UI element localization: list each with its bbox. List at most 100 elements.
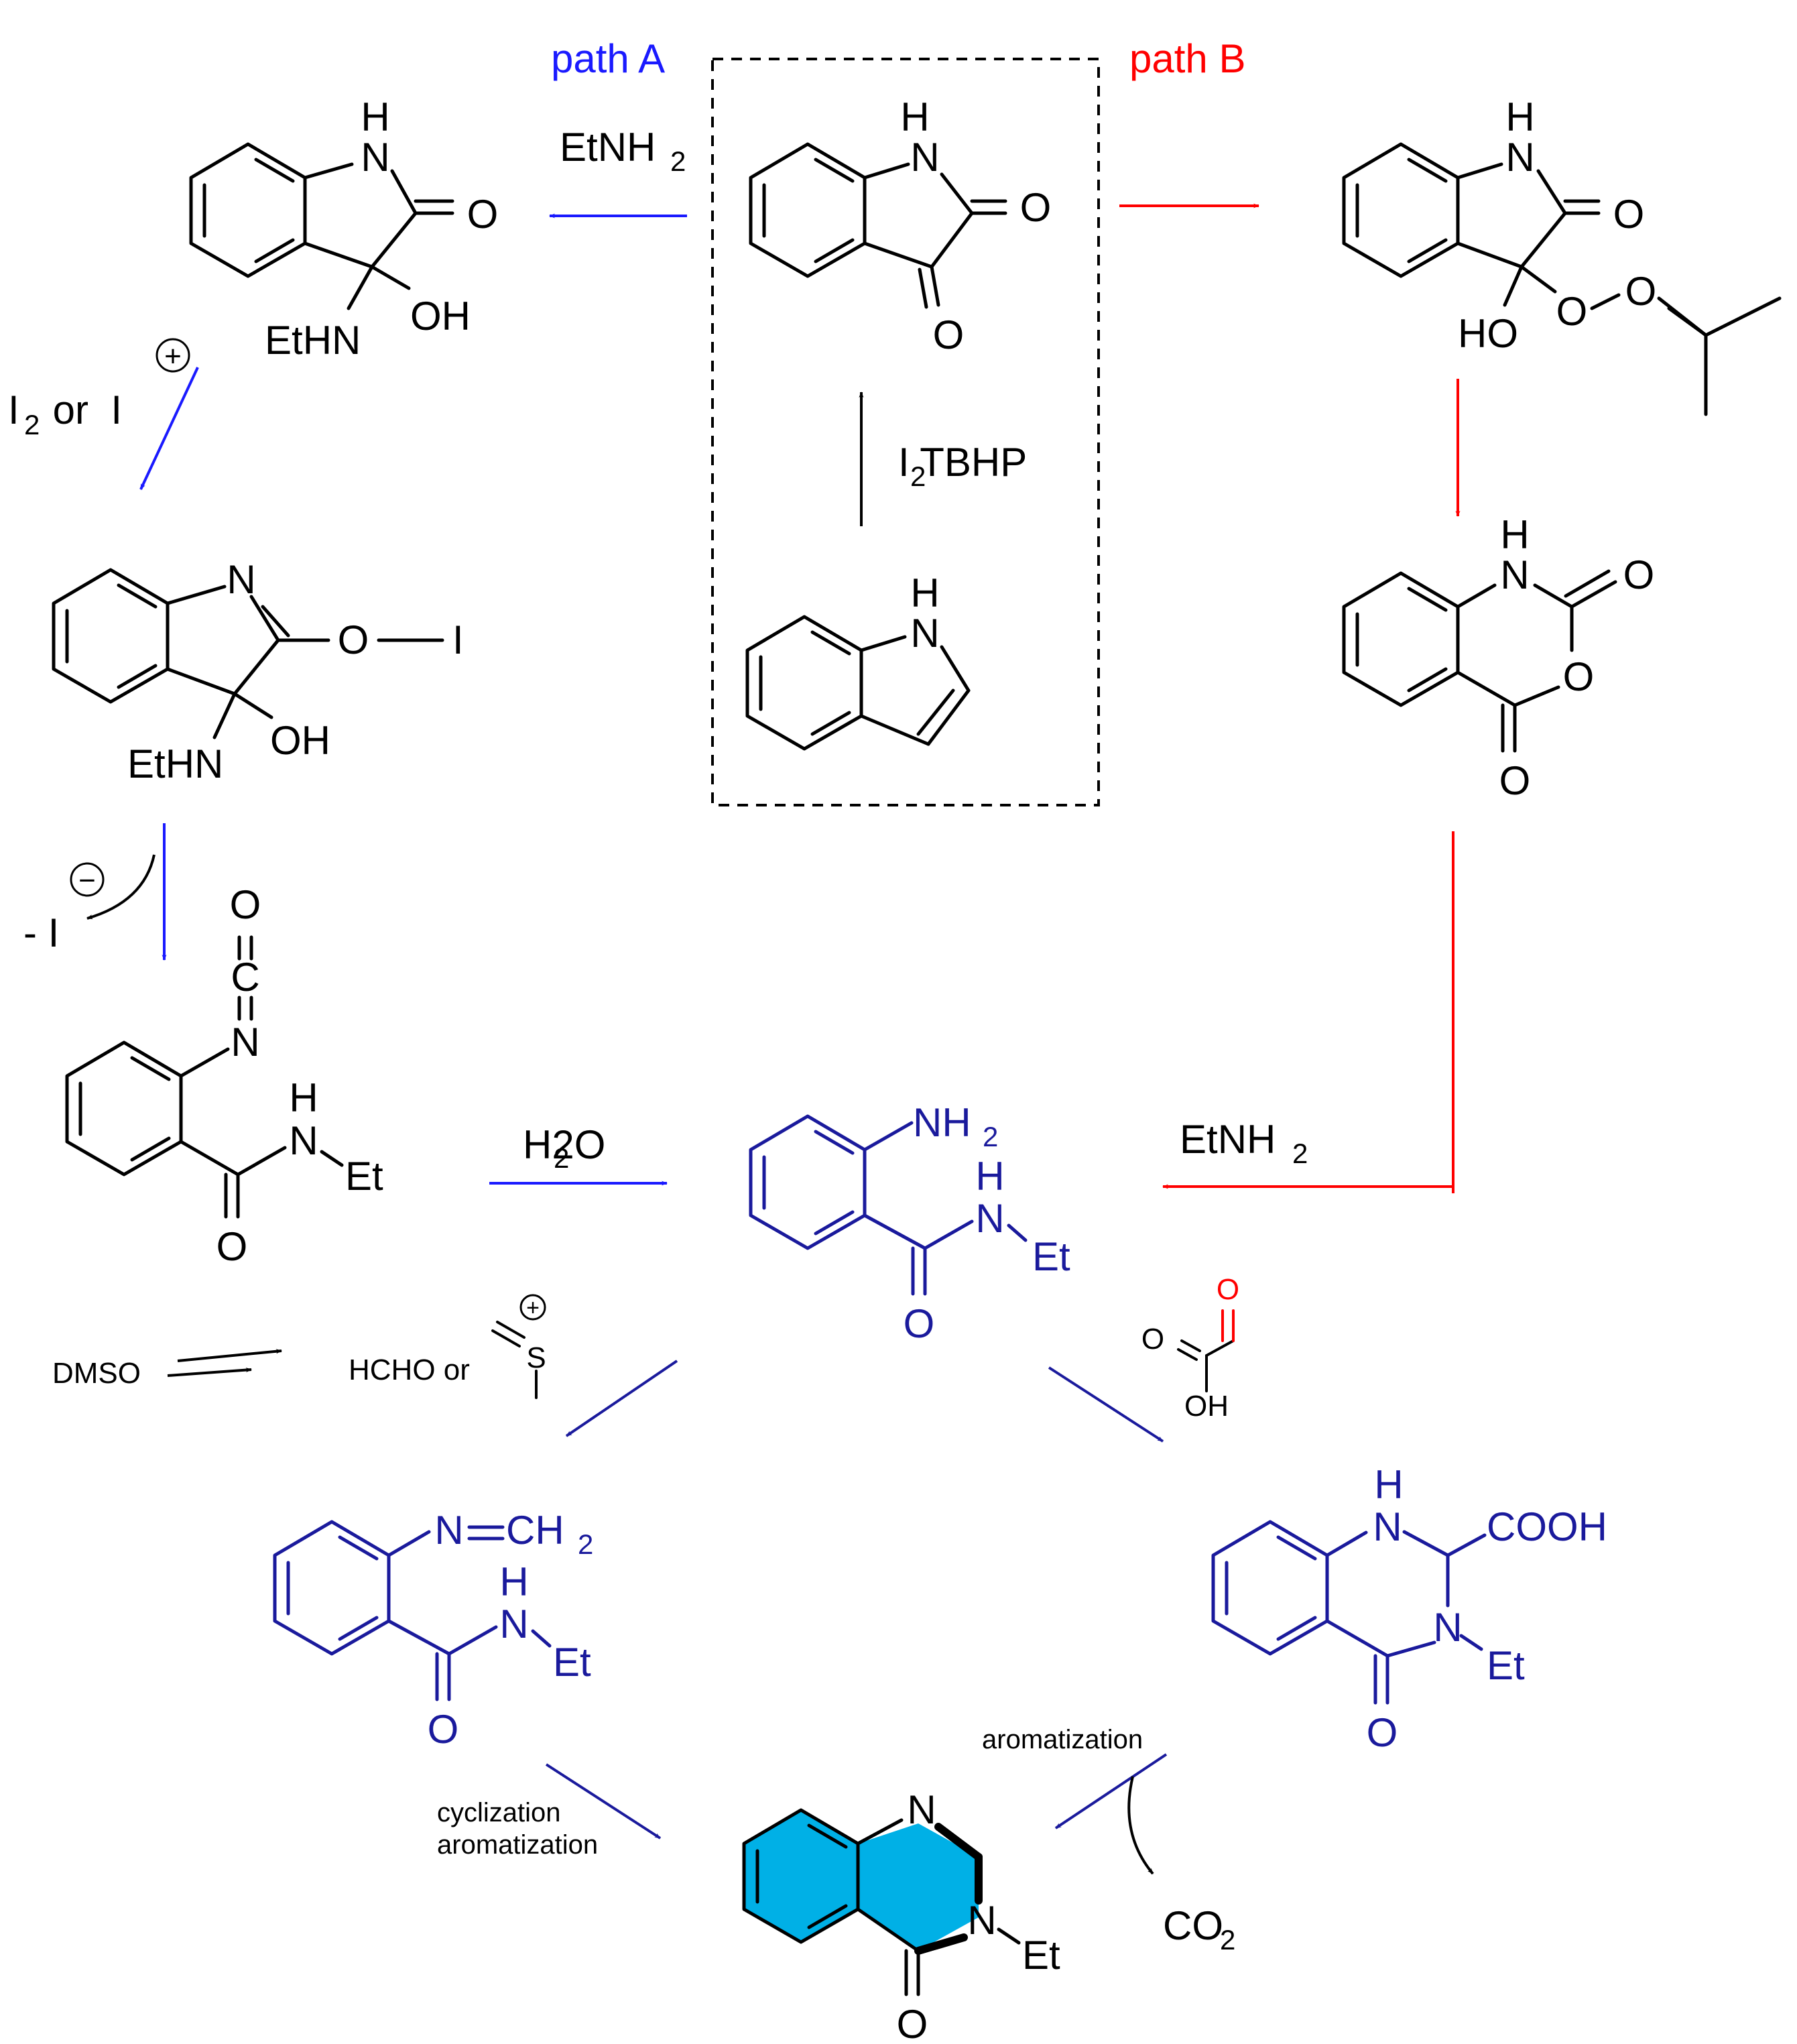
aminobenzamide-o: O <box>904 1301 935 1346</box>
indole-h: H <box>910 570 939 615</box>
product-structure <box>742 1808 1021 1996</box>
aromatization-label-right: aromatization <box>982 1725 1143 1754</box>
arrow-to-imine <box>565 1360 678 1437</box>
product-n1: N <box>907 1787 936 1832</box>
minus-charge-sign: − <box>78 864 96 897</box>
minus-charge-circle <box>70 862 105 897</box>
iodo-imidate-oh: OH <box>270 718 330 763</box>
path-a-label: path A <box>551 36 665 81</box>
indole-n: N <box>910 611 939 656</box>
aminobenzamide-amide-n: N <box>975 1196 1004 1241</box>
dhq-o: O <box>1367 1710 1398 1755</box>
subscript-ch2: 2 <box>578 1528 593 1560</box>
sulfonium-s: S <box>526 1341 546 1374</box>
imine-amide-h: H <box>499 1559 528 1604</box>
hemiaminal-structure <box>189 142 454 310</box>
subscript-ethylamine-b: 2 <box>1292 1138 1308 1169</box>
peroxide-o2: O <box>1625 269 1657 314</box>
isocyanate-amide-o: O <box>216 1224 248 1269</box>
plus-charge-circle <box>156 338 190 373</box>
isocyanate-structure <box>65 935 344 1219</box>
hemiaminal-nhet: EtHN <box>265 318 361 363</box>
isatoic-anhydride-structure <box>1342 569 1617 753</box>
aminobenzamide-nh2: NH <box>913 1100 971 1145</box>
imine-n: N <box>434 1508 463 1553</box>
iodo-imidate-i: I <box>452 617 464 662</box>
anhydride-h: H <box>1500 512 1529 557</box>
peroxide-ho: HO <box>1458 311 1518 356</box>
anhydride-o-top: O <box>1623 552 1655 597</box>
anhydride-n: N <box>1500 552 1529 597</box>
dhq-cooh: COOH <box>1487 1504 1607 1549</box>
imine-amide-n: N <box>499 1602 528 1646</box>
arrow-path-a-step2 <box>139 367 199 490</box>
imine-ch2: CH <box>506 1508 564 1553</box>
hemiaminal-o: O <box>467 192 499 237</box>
product-highlight-fill <box>744 1810 979 1951</box>
arrow-cyclization <box>545 1763 662 1840</box>
hcho-or-label: HCHO or <box>349 1354 470 1386</box>
isocyanate-et: Et <box>345 1154 383 1199</box>
arrow-to-dihydroquinazolinone <box>1048 1366 1164 1443</box>
dhq-h: H <box>1374 1462 1403 1507</box>
peroxide-h: H <box>1505 95 1534 139</box>
iodo-imidate-structure <box>52 568 444 739</box>
subscript-i2-tbhp: 2 <box>910 461 926 492</box>
isocyanate-c: C <box>231 955 259 1000</box>
sulfonium-structure <box>491 1321 538 1399</box>
anhydride-o-bottom: O <box>1499 758 1531 803</box>
indole-structure <box>745 615 971 751</box>
glyoxylic-oh: OH <box>1184 1390 1229 1423</box>
hemiaminal-h: H <box>361 95 389 139</box>
reagent-ethylamine-b: EtNH <box>1180 1117 1276 1162</box>
reagent-i2-tbhp: I TBHP <box>898 440 1027 485</box>
imine-et: Et <box>553 1640 591 1685</box>
peroxide-o1: O <box>1556 289 1588 334</box>
aminobenzamide-structure <box>749 1114 1028 1296</box>
cyclization-label: cyclization <box>437 1798 561 1827</box>
isocyanate-n: N <box>231 1020 259 1065</box>
imine-structure <box>273 1520 552 1701</box>
aromatization-label-left: aromatization <box>437 1830 598 1860</box>
glyoxylic-o-aldehyde: O <box>1217 1273 1239 1306</box>
peroxide-o-carbonyl: O <box>1613 192 1645 237</box>
product-o: O <box>897 2002 928 2044</box>
anhydride-o-ring: O <box>1563 654 1595 699</box>
sulfonium-charge-circle <box>519 1294 546 1321</box>
hemiaminal-n: N <box>361 135 389 180</box>
hemiaminal-oh: OH <box>410 294 471 339</box>
peroxide-adduct-structure <box>1342 142 1782 416</box>
subscript-i2-or: 2 <box>24 409 40 440</box>
glyoxylic-o-left: O <box>1141 1323 1164 1356</box>
subscript-nh2: 2 <box>983 1121 998 1152</box>
dmso-label: DMSO <box>52 1357 141 1390</box>
subscript-co2: 2 <box>1220 1924 1235 1956</box>
dhq-et: Et <box>1487 1643 1525 1688</box>
iodo-imidate-o: O <box>338 617 369 662</box>
isocyanate-o: O <box>230 882 261 927</box>
iodide-loss: - I <box>23 910 59 955</box>
iodo-imidate-nhet: EtHN <box>127 741 223 786</box>
subscript-water: 2 <box>554 1142 569 1174</box>
arrow-dmso-bottom <box>167 1367 252 1377</box>
aminobenzamide-et: Et <box>1032 1234 1070 1279</box>
dhq-n3: N <box>1433 1605 1462 1650</box>
iodide-loss-curved-arrow <box>86 854 156 920</box>
reagent-i2-or-iplus: I or I <box>8 387 122 432</box>
isatin-n: N <box>910 135 939 180</box>
aminobenzamide-amide-h: H <box>975 1154 1004 1199</box>
glyoxylic-acid-structure <box>1177 1309 1235 1392</box>
product-bold-bonds <box>914 1823 983 1955</box>
sulfonium-charge-sign: + <box>526 1295 540 1321</box>
reagent-water: H2O <box>523 1122 605 1167</box>
arrow-dmso-top <box>177 1349 282 1362</box>
starting-material-box <box>711 58 1100 806</box>
isatin-h: H <box>900 95 929 139</box>
imine-o: O <box>428 1707 459 1752</box>
plus-charge-sign: + <box>164 340 182 373</box>
arrow-decarboxylation <box>1054 1753 1168 1829</box>
path-b-label: path B <box>1129 36 1245 81</box>
isocyanate-amide-n: N <box>289 1118 318 1163</box>
isocyanate-amide-h: H <box>289 1075 318 1120</box>
